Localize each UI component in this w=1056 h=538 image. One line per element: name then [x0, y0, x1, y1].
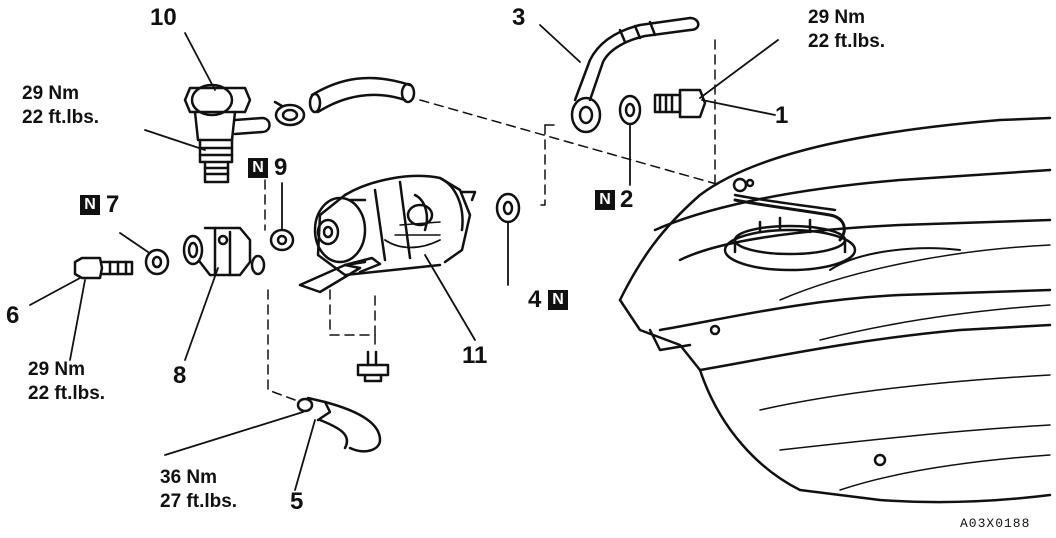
torque-spec-part-1: 29 Nm 22 ft.lbs.: [808, 6, 885, 54]
part-3-fuel-hose: [570, 16, 700, 134]
torque-ftlbs: 27 ft.lbs.: [160, 491, 238, 512]
callout-7: 7: [106, 191, 120, 218]
figure-code: A03X0188: [960, 516, 1031, 531]
new-part-badge-4: N: [548, 290, 568, 310]
callout-9: 9: [274, 154, 288, 181]
torque-nm: 29 Nm: [22, 83, 80, 104]
part-2-gasket: [618, 94, 642, 126]
assembly-lines: [264, 39, 721, 401]
torque-nm: 29 Nm: [808, 7, 866, 28]
callout-10: 10: [150, 4, 177, 31]
torque-ftlbs: 22 ft.lbs.: [808, 31, 886, 52]
torque-ftlbs: 22 ft.lbs.: [22, 107, 100, 128]
bracket-bolt: [356, 350, 390, 383]
callout-3: 3: [512, 4, 526, 31]
part-8-union: [182, 226, 266, 277]
callout-4: 4: [528, 286, 542, 313]
callout-1: 1: [775, 102, 789, 129]
part-10-damper: [183, 83, 271, 184]
torque-spec-part-5: 36 Nm 27 ft.lbs.: [160, 466, 237, 514]
callout-5: 5: [290, 488, 304, 515]
torque-ftlbs: 22 ft.lbs.: [28, 383, 106, 404]
callout-2: 2: [620, 186, 634, 213]
callout-6: 6: [6, 302, 20, 329]
part-5-hose: [296, 396, 382, 453]
part-7-gasket: [144, 248, 170, 276]
callout-8: 8: [173, 362, 187, 389]
callout-11: 11: [462, 342, 488, 369]
clamp-and-hose: [273, 76, 416, 127]
torque-nm: 36 Nm: [160, 467, 218, 488]
torque-nm: 29 Nm: [28, 359, 86, 380]
part-6-bolt: [73, 256, 134, 280]
part-1-eye-bolt: [653, 88, 707, 119]
fuel-tank-drawing: [618, 116, 1052, 504]
part-4-gasket: [495, 192, 521, 224]
new-part-badge-9: N: [248, 158, 268, 178]
torque-spec-part-10: 29 Nm 22 ft.lbs.: [22, 82, 99, 130]
leader-lines: [29, 24, 779, 491]
part-9-gasket: [269, 228, 295, 252]
part-11-fuel-pump: [298, 174, 477, 294]
new-part-badge-2: N: [595, 190, 615, 210]
new-part-badge-7: N: [80, 195, 100, 215]
torque-spec-part-6: 29 Nm 22 ft.lbs.: [28, 358, 105, 406]
